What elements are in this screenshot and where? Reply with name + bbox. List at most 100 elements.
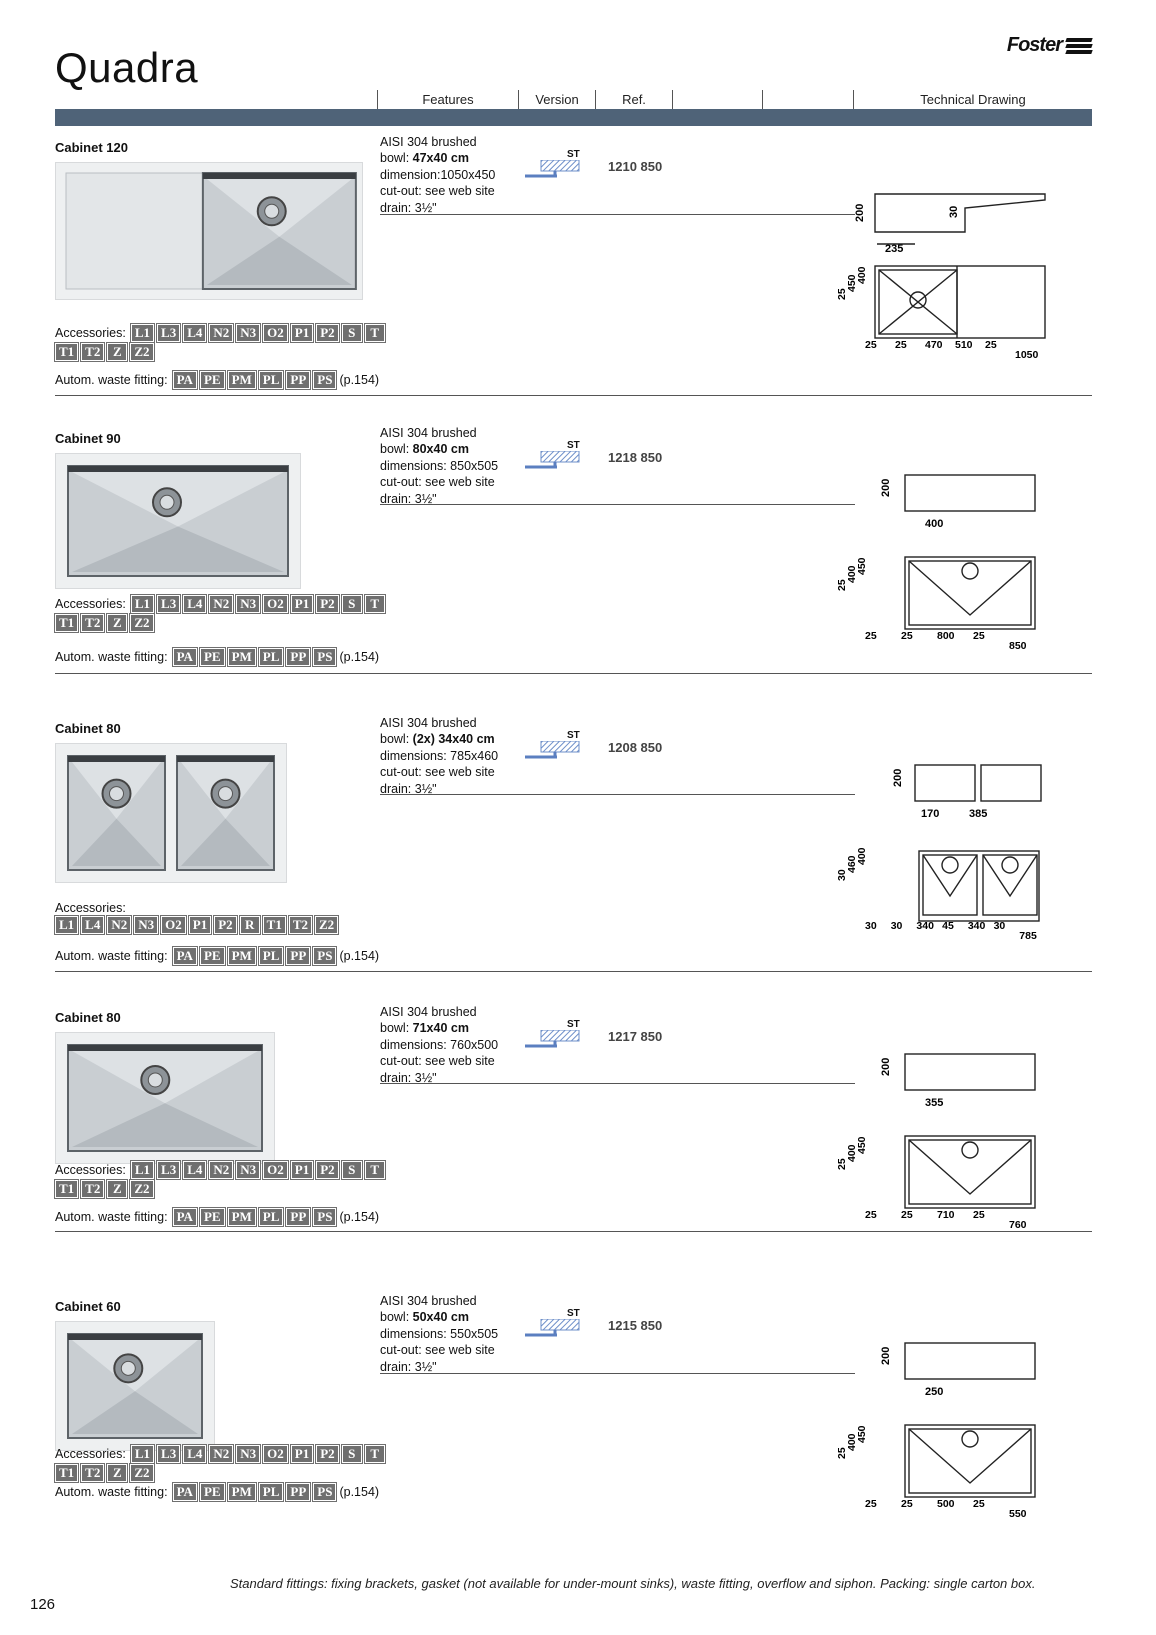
accessory-badge[interactable]: T1: [53, 613, 80, 633]
accessory-badge[interactable]: P2: [315, 594, 340, 614]
waste-badge[interactable]: PP: [285, 1482, 312, 1502]
accessory-badge[interactable]: L1: [129, 1160, 156, 1180]
waste-badge[interactable]: PE: [198, 946, 226, 966]
accessory-badge[interactable]: Z: [106, 342, 129, 362]
waste-badge[interactable]: PP: [285, 1207, 312, 1227]
accessory-badge[interactable]: S: [340, 323, 363, 343]
accessory-badge[interactable]: S: [340, 1160, 363, 1180]
accessory-badge[interactable]: T: [363, 1444, 386, 1464]
accessory-badge[interactable]: P1: [289, 1444, 315, 1464]
waste-badge[interactable]: PE: [198, 1482, 226, 1502]
accessory-badge[interactable]: P1: [289, 323, 315, 343]
waste-badge[interactable]: PA: [171, 946, 198, 966]
accessory-badge[interactable]: T2: [287, 915, 314, 935]
accessory-badge[interactable]: O2: [160, 915, 187, 935]
waste-badge[interactable]: PL: [257, 647, 285, 667]
accessory-badge[interactable]: Z: [106, 1463, 129, 1483]
accessory-badge[interactable]: L1: [129, 1444, 156, 1464]
waste-badge[interactable]: PS: [312, 1482, 338, 1502]
accessory-badge[interactable]: N3: [235, 594, 262, 614]
waste-badge[interactable]: PM: [226, 946, 257, 966]
accessory-badge[interactable]: N2: [208, 323, 235, 343]
waste-badge[interactable]: PL: [257, 1482, 285, 1502]
accessory-badge[interactable]: Z: [106, 613, 129, 633]
accessory-badge[interactable]: L3: [156, 594, 182, 614]
accessory-badge[interactable]: L3: [156, 1444, 182, 1464]
accessory-badge[interactable]: P1: [289, 1160, 315, 1180]
waste-badge[interactable]: PA: [171, 370, 198, 390]
accessory-badge[interactable]: L3: [156, 323, 182, 343]
accessory-badge[interactable]: L4: [80, 915, 106, 935]
accessory-badge[interactable]: T1: [53, 1179, 80, 1199]
accessory-badge[interactable]: N3: [235, 1444, 262, 1464]
accessory-badge[interactable]: P2: [213, 915, 238, 935]
waste-badge[interactable]: PP: [285, 647, 312, 667]
accessory-badge[interactable]: N2: [208, 594, 235, 614]
waste-badge[interactable]: PL: [257, 370, 285, 390]
accessory-badge[interactable]: O2: [262, 1444, 289, 1464]
waste-badge[interactable]: PM: [226, 1482, 257, 1502]
accessory-badge[interactable]: L4: [182, 1444, 208, 1464]
accessory-badge[interactable]: P2: [315, 1160, 340, 1180]
feature-dimensions: dimensions: 760x500: [380, 1037, 499, 1052]
waste-badge[interactable]: PM: [226, 370, 257, 390]
accessory-badge[interactable]: P2: [315, 323, 340, 343]
accessory-badge[interactable]: N2: [208, 1444, 235, 1464]
accessory-badge[interactable]: L1: [129, 594, 156, 614]
accessory-badge[interactable]: S: [340, 1444, 363, 1464]
waste-badge[interactable]: PL: [257, 946, 285, 966]
accessory-badge[interactable]: O2: [262, 1160, 289, 1180]
waste-badge[interactable]: PA: [171, 1482, 198, 1502]
accessory-badge[interactable]: O2: [262, 323, 289, 343]
accessory-badge[interactable]: Z2: [129, 342, 155, 362]
accessory-badge[interactable]: P1: [289, 594, 315, 614]
accessory-badge[interactable]: N2: [106, 915, 133, 935]
waste-badge[interactable]: PE: [198, 1207, 226, 1227]
accessory-badge[interactable]: L1: [129, 323, 156, 343]
waste-badge[interactable]: PM: [226, 647, 257, 667]
accessory-badge[interactable]: P2: [315, 1444, 340, 1464]
accessory-badge[interactable]: L4: [182, 323, 208, 343]
waste-badge[interactable]: PP: [285, 946, 312, 966]
accessory-badge[interactable]: T2: [80, 613, 106, 633]
accessory-badge[interactable]: T: [363, 594, 386, 614]
accessory-badge[interactable]: T1: [53, 1463, 80, 1483]
waste-badge[interactable]: PS: [312, 1207, 338, 1227]
accessory-badge[interactable]: Z2: [313, 915, 340, 935]
section-divider: [55, 971, 1092, 972]
accessory-badge[interactable]: Z2: [129, 613, 155, 633]
accessory-badge[interactable]: S: [340, 594, 363, 614]
accessory-badge[interactable]: P1: [187, 915, 213, 935]
accessory-badge[interactable]: Z2: [129, 1179, 155, 1199]
accessory-badge[interactable]: L4: [182, 1160, 208, 1180]
accessory-badge[interactable]: T: [363, 323, 386, 343]
accessory-badge[interactable]: L4: [182, 594, 208, 614]
accessory-badge[interactable]: R: [238, 915, 261, 935]
accessory-badge[interactable]: N2: [208, 1160, 235, 1180]
accessory-badge[interactable]: T2: [80, 1463, 106, 1483]
accessory-badge[interactable]: O2: [262, 594, 289, 614]
waste-badge[interactable]: PA: [171, 1207, 198, 1227]
accessory-badge[interactable]: T2: [80, 1179, 106, 1199]
accessory-badge[interactable]: T: [363, 1160, 386, 1180]
accessory-badge[interactable]: T1: [53, 342, 80, 362]
accessory-badge[interactable]: N3: [235, 323, 262, 343]
waste-badge[interactable]: PE: [198, 647, 226, 667]
accessory-badge[interactable]: N3: [133, 915, 160, 935]
waste-badge[interactable]: PA: [171, 647, 198, 667]
waste-badge[interactable]: PL: [257, 1207, 285, 1227]
accessory-badge[interactable]: T1: [261, 915, 287, 935]
accessory-badge[interactable]: Z2: [129, 1463, 155, 1483]
waste-badge[interactable]: PM: [226, 1207, 257, 1227]
accessory-badge[interactable]: T2: [80, 342, 106, 362]
accessory-badge[interactable]: L1: [53, 915, 80, 935]
accessory-badge[interactable]: N3: [235, 1160, 262, 1180]
accessory-badge[interactable]: Z: [106, 1179, 129, 1199]
accessory-badge[interactable]: L3: [156, 1160, 182, 1180]
waste-badge[interactable]: PS: [312, 647, 338, 667]
waste-badge[interactable]: PE: [198, 370, 226, 390]
waste-badge[interactable]: PS: [312, 946, 338, 966]
waste-badge[interactable]: PS: [312, 370, 338, 390]
waste-badge[interactable]: PP: [285, 370, 312, 390]
